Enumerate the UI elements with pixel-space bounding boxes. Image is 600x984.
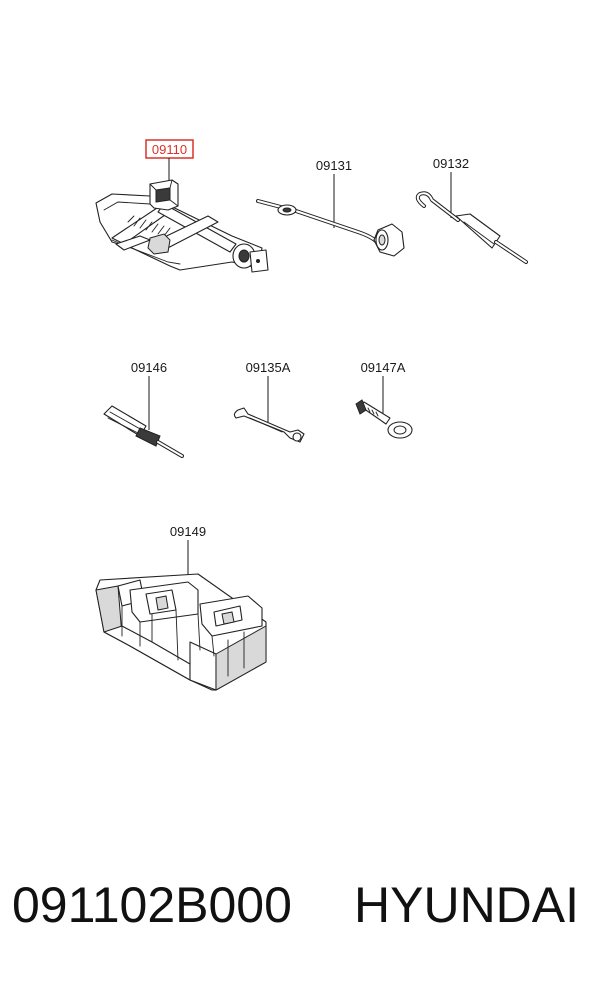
jack-handle-drawing[interactable] [256, 199, 405, 257]
tool-tray-drawing[interactable] [95, 573, 267, 691]
hook-rod-drawing[interactable] [415, 191, 528, 264]
callout-label-09146: 09146 [131, 360, 167, 375]
callout-09146[interactable]: 09146 [131, 360, 167, 430]
callout-label-09149: 09149 [170, 524, 206, 539]
brand-name: HYUNDAI [354, 877, 580, 933]
part-number: 091102B000 [12, 877, 292, 933]
callout-09147A[interactable]: 09147A [361, 360, 406, 418]
callout-label-09110: 09110 [152, 142, 187, 157]
callout-label-09132: 09132 [433, 156, 469, 171]
tow-hook-drawing[interactable] [355, 399, 413, 439]
screwdriver-drawing[interactable] [103, 405, 184, 458]
callout-09135A[interactable]: 09135A [246, 360, 291, 422]
callout-09132[interactable]: 09132 [433, 156, 469, 218]
callout-label-09131: 09131 [316, 158, 352, 173]
callout-09110[interactable]: 09110 [145, 139, 194, 184]
footer: 091102B000 HYUNDAI [0, 876, 600, 946]
parts-diagram: 09110 09131 [95, 139, 528, 691]
callout-09131[interactable]: 09131 [316, 158, 352, 228]
wrench-drawing[interactable] [233, 407, 305, 443]
callout-label-09135A: 09135A [246, 360, 291, 375]
jack-drawing[interactable] [95, 179, 269, 273]
callout-label-09147A: 09147A [361, 360, 406, 375]
